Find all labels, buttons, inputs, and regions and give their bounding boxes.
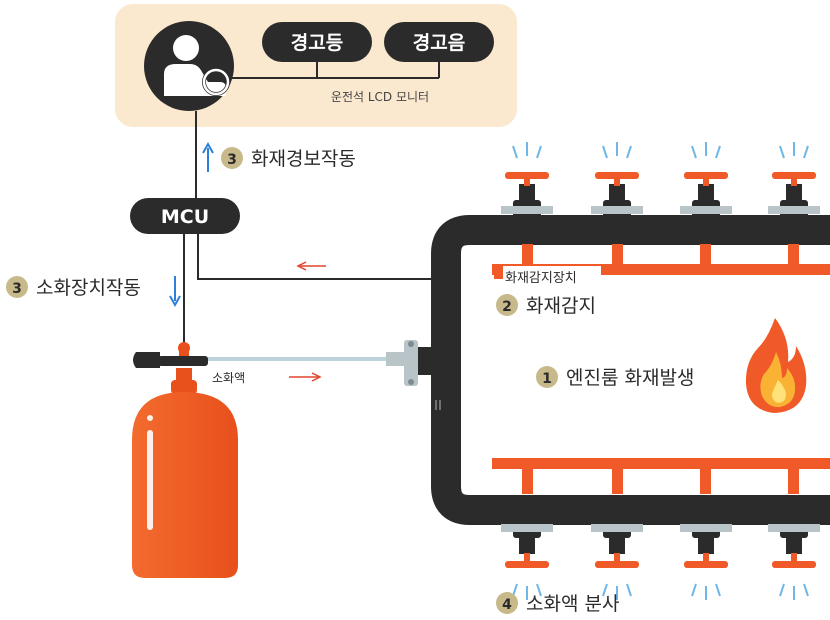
step-badge-spray [496, 592, 518, 614]
mcu-box [130, 198, 240, 234]
step-badge-fire [536, 366, 558, 388]
arrow-up-alarm [202, 141, 214, 172]
step-num-detect: 2 [502, 299, 512, 315]
top-nozzle-1 [501, 142, 553, 220]
mcu-label: MCU [161, 206, 209, 228]
arrow-down-extinguisher [169, 276, 181, 308]
step-text-spray: 소화액 분사 [526, 593, 619, 615]
warning-light-label: 경고등 [291, 32, 343, 54]
step-text-fire: 엔진룸 화재발생 [566, 367, 694, 389]
step-num-alarm: 3 [227, 152, 237, 168]
step-text-extinguisher: 소화장치작동 [36, 277, 141, 299]
step-badge-extinguisher [6, 276, 28, 298]
inlet-coupling [386, 340, 434, 386]
top-nozzle-4 [768, 142, 820, 220]
monitor-caption: 운전석 LCD 모니터 [331, 90, 429, 104]
monitor-connector-line [232, 62, 440, 79]
step-badge-alarm [221, 147, 243, 169]
bottom-nozzle-4 [768, 518, 820, 600]
step-badge-detect [496, 294, 518, 316]
bottom-nozzle-3 [680, 518, 732, 600]
upper-manifold [492, 244, 830, 275]
step-text-alarm: 화재경보작동 [251, 148, 356, 170]
warning-light-badge [262, 22, 372, 62]
engine-room-frame [431, 215, 830, 525]
top-nozzle-3 [680, 142, 732, 220]
fire-icon [745, 318, 807, 413]
sensor-dot [494, 270, 503, 279]
driver-icon [144, 21, 234, 111]
sensor-label: 화재감지장치 [505, 271, 577, 286]
step-text-detect: 화재감지 [526, 295, 596, 317]
arrow-agent-flow [289, 372, 322, 382]
step-num-fire: 1 [542, 371, 552, 387]
extinguisher-icon [132, 342, 238, 578]
agent-label: 소화액 [212, 371, 245, 385]
warning-sound-badge [384, 22, 494, 62]
lower-manifold [492, 458, 830, 494]
sensor-label-bg [503, 266, 601, 286]
bottom-nozzle-1 [501, 518, 553, 600]
bottom-nozzle-2 [591, 518, 643, 600]
arrow-signal-to-mcu [296, 261, 326, 271]
top-nozzle-2 [591, 142, 643, 220]
warning-sound-label: 경고음 [413, 32, 465, 54]
step-num-extinguisher: 3 [12, 281, 22, 297]
step-num-spray: 4 [502, 597, 512, 613]
